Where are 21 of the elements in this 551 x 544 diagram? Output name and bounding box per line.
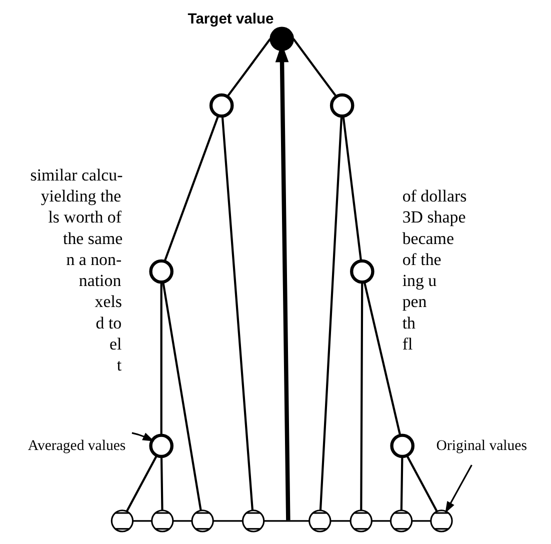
label: ing u <box>402 271 437 290</box>
node-text: Averaged values <box>28 438 126 454</box>
label: pen <box>402 292 427 312</box>
label: t <box>116 356 122 375</box>
label: 3D shape <box>402 208 466 227</box>
label: the same <box>63 228 123 248</box>
label: similar calcu- <box>30 165 123 184</box>
label: nation <box>78 271 122 290</box>
label: of dollars <box>402 186 467 206</box>
label: ls worth of <box>48 208 122 227</box>
label: yielding the <box>40 186 122 206</box>
label: d to <box>96 313 122 332</box>
node-label: Target value <box>188 11 274 28</box>
label: el <box>110 334 122 354</box>
label: became <box>402 228 454 248</box>
label: fl <box>402 334 413 354</box>
label: th <box>402 313 416 332</box>
label: of the <box>402 250 442 269</box>
label: xels <box>94 292 122 312</box>
node-text: Original values <box>436 438 527 454</box>
label: n a non- <box>66 250 122 269</box>
